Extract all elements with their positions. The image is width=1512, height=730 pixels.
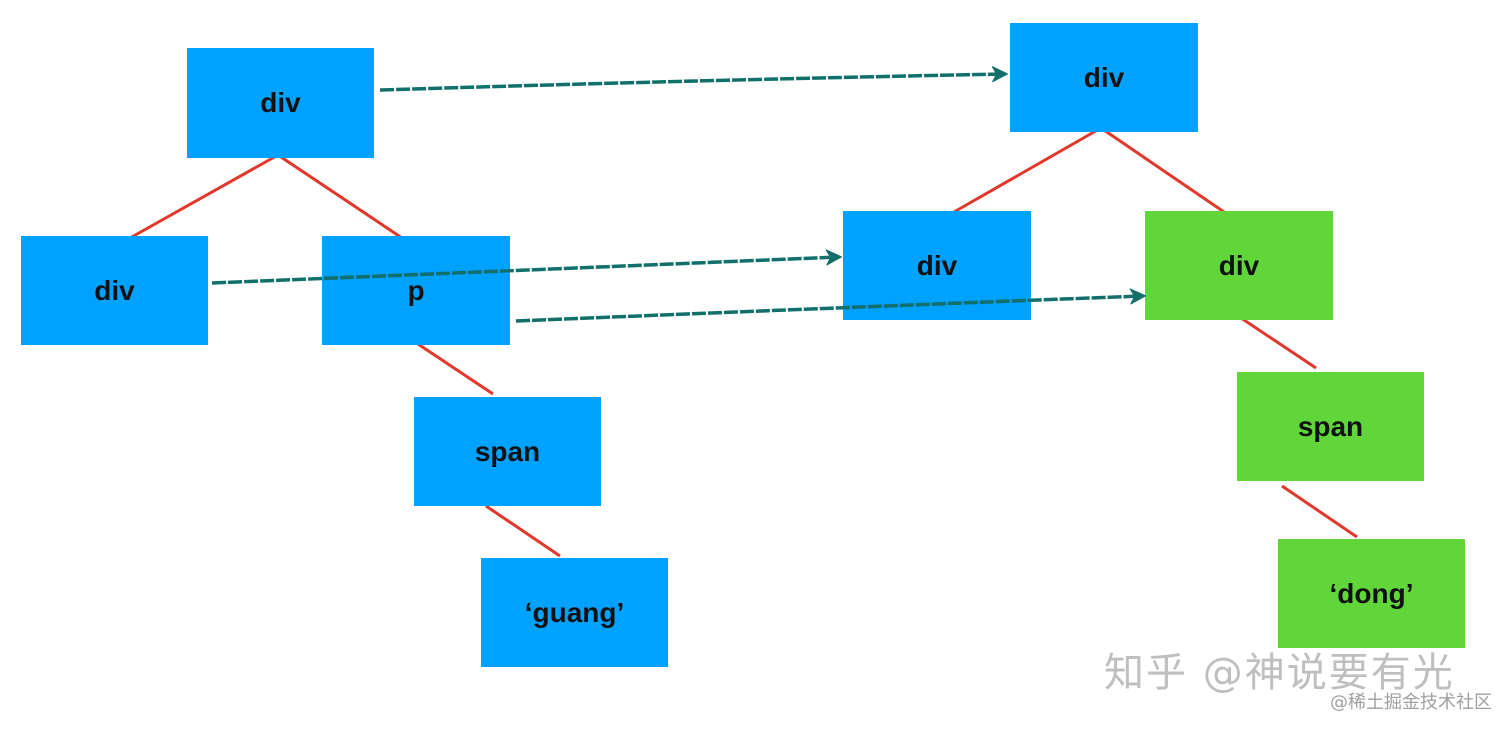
- edge-old-p-to-span: [417, 342, 494, 396]
- edge-new-root-to-div: [953, 126, 1102, 214]
- edge-old-span-to-text: [485, 504, 561, 558]
- old-child-p-node: p: [322, 236, 510, 345]
- watermark-juejin: @稀土掘金技术社区: [1330, 692, 1492, 713]
- watermark-zhihu: 知乎 @神说要有光: [1104, 650, 1455, 696]
- old-child-div-node: div: [21, 236, 208, 345]
- new-child-div-green-node: div: [1145, 211, 1333, 320]
- edge-new-root-to-div-green: [1100, 126, 1228, 216]
- new-root-node: div: [1010, 23, 1198, 132]
- new-child-div-node: div: [843, 211, 1031, 320]
- old-text-node: ‘guang’: [481, 558, 668, 667]
- old-span-node: span: [414, 397, 601, 506]
- new-text-node: ‘dong’: [1278, 539, 1465, 648]
- edge-old-root-to-p: [277, 153, 406, 242]
- new-span-node: span: [1237, 372, 1424, 481]
- edge-new-span-to-text: [1281, 484, 1358, 539]
- edge-old-root-to-div: [129, 153, 279, 240]
- old-root-node: div: [187, 48, 374, 158]
- edge-new-div-to-span: [1240, 316, 1317, 370]
